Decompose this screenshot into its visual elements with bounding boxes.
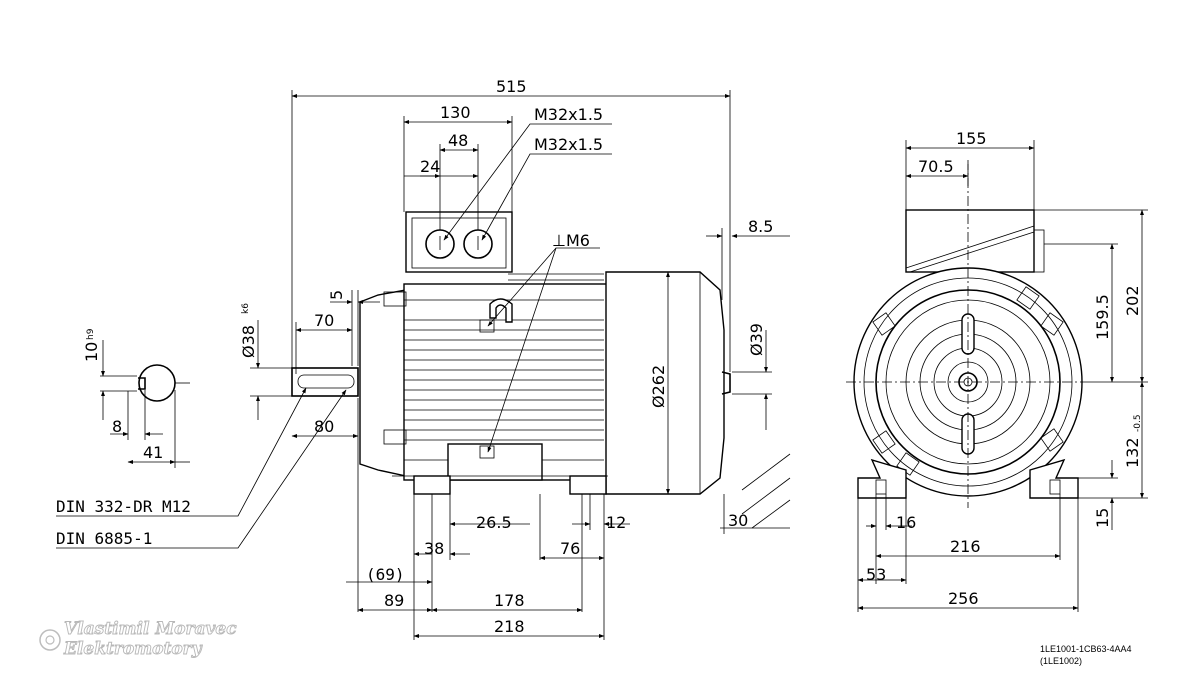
- dim-shaft-end-diameter: Ø39: [747, 323, 766, 356]
- end-terminal-box: [905, 209, 1035, 273]
- gland-thread-label-1: M32x1.5: [534, 105, 603, 124]
- earth-terminal-bottom: [479, 445, 495, 459]
- dim-shaft-diameter: Ø38: [239, 325, 258, 358]
- keyway-outline: [138, 377, 146, 390]
- boss-top: [383, 291, 407, 307]
- model-code: 1LE1001-1CB63-4AA4: [1040, 644, 1132, 654]
- logo-gear-icon: [39, 629, 61, 651]
- dim-overall-height: 202: [1123, 285, 1142, 316]
- earth-terminal-top: [479, 319, 495, 333]
- dim-shaft-tolerance: k6: [241, 303, 251, 314]
- dim-foot-height: 15: [1093, 508, 1112, 528]
- boss-bottom: [383, 429, 407, 445]
- end-gland-stub: [1033, 229, 1045, 273]
- thread-standard-note: DIN 332-DR M12: [56, 497, 191, 516]
- series-code: (1LE1002): [1040, 656, 1082, 666]
- dim-foot-holes-span: 216: [950, 537, 981, 556]
- key-tolerance-label: h9: [86, 328, 96, 340]
- bolt-boss-br: [1040, 428, 1064, 452]
- dim-shaft-to-foot: 89: [384, 591, 404, 610]
- dim-foot-slot: 12: [606, 513, 626, 532]
- end-view: [846, 160, 1090, 508]
- dim-housing-diameter: Ø262: [649, 365, 668, 408]
- bolt-boss-tr: [1040, 312, 1064, 336]
- key-width-label: 10: [82, 342, 101, 362]
- side-plate: [447, 443, 543, 481]
- fan-cover: [605, 271, 725, 495]
- dim-gland-offset: 24: [420, 157, 440, 176]
- drive-end-shield: [359, 289, 407, 477]
- dim-terminal-box-length: 130: [440, 103, 471, 122]
- dim-overall-length: 515: [496, 77, 527, 96]
- gland-thread-label-2: M32x1.5: [534, 135, 603, 154]
- shaft-key: [297, 374, 355, 389]
- key-depth-label: 8: [112, 417, 122, 436]
- dim-foot-hole-pitch: 38: [424, 539, 444, 558]
- terminal-box: [405, 211, 513, 273]
- dim-shaft-collar: 5: [327, 290, 346, 300]
- dim-foot-width-inner: 26.5: [476, 513, 512, 532]
- fan-cover-hub: [721, 371, 731, 395]
- key-section-view: [100, 340, 190, 468]
- dim-shaft-to-foot-ref: (69): [366, 565, 405, 584]
- dim-overall-width: 256: [948, 589, 979, 608]
- key-height-label: 41: [143, 443, 163, 462]
- shaft-body: [291, 367, 359, 397]
- dim-foot-hole-spacing: 178: [494, 591, 525, 610]
- dim-foot-length: 218: [494, 617, 525, 636]
- end-view-dimensions: [857, 140, 1148, 612]
- dim-centre-height: 132: [1123, 437, 1142, 468]
- dim-foot-thickness: 30: [728, 511, 748, 530]
- watermark-line2: Elektromotory: [63, 639, 203, 659]
- watermark-logo: Vlastimil Moravec Elektromotory: [39, 619, 238, 659]
- dim-shaft-key-length: 70: [314, 311, 334, 330]
- dim-centre-height-tolerance: -0.5: [1133, 414, 1143, 432]
- bolt-boss-tl: [872, 312, 896, 336]
- earth-thread-label: ⊥M6: [552, 231, 590, 250]
- dim-end-box-width: 155: [956, 129, 987, 148]
- foot-right: [569, 475, 607, 495]
- dim-fan-cover-offset: 8.5: [748, 217, 773, 236]
- key-standard-note: DIN 6885-1: [56, 529, 152, 548]
- dim-gland-spacing: 48: [448, 131, 468, 150]
- watermark-line1: Vlastimil Moravec: [64, 619, 237, 639]
- side-view: [291, 211, 731, 495]
- dim-shaft-length: 80: [314, 417, 334, 436]
- dim-foot-edge-end: 53: [866, 565, 886, 584]
- dim-foot-depth: 76: [560, 539, 580, 558]
- dim-end-box-offset: 70.5: [918, 157, 954, 176]
- dim-box-height-axis: 159.5: [1093, 294, 1112, 340]
- foot-left: [413, 475, 451, 495]
- dim-foot-slot-end: 16: [896, 513, 916, 532]
- side-view-dimensions: [56, 90, 791, 640]
